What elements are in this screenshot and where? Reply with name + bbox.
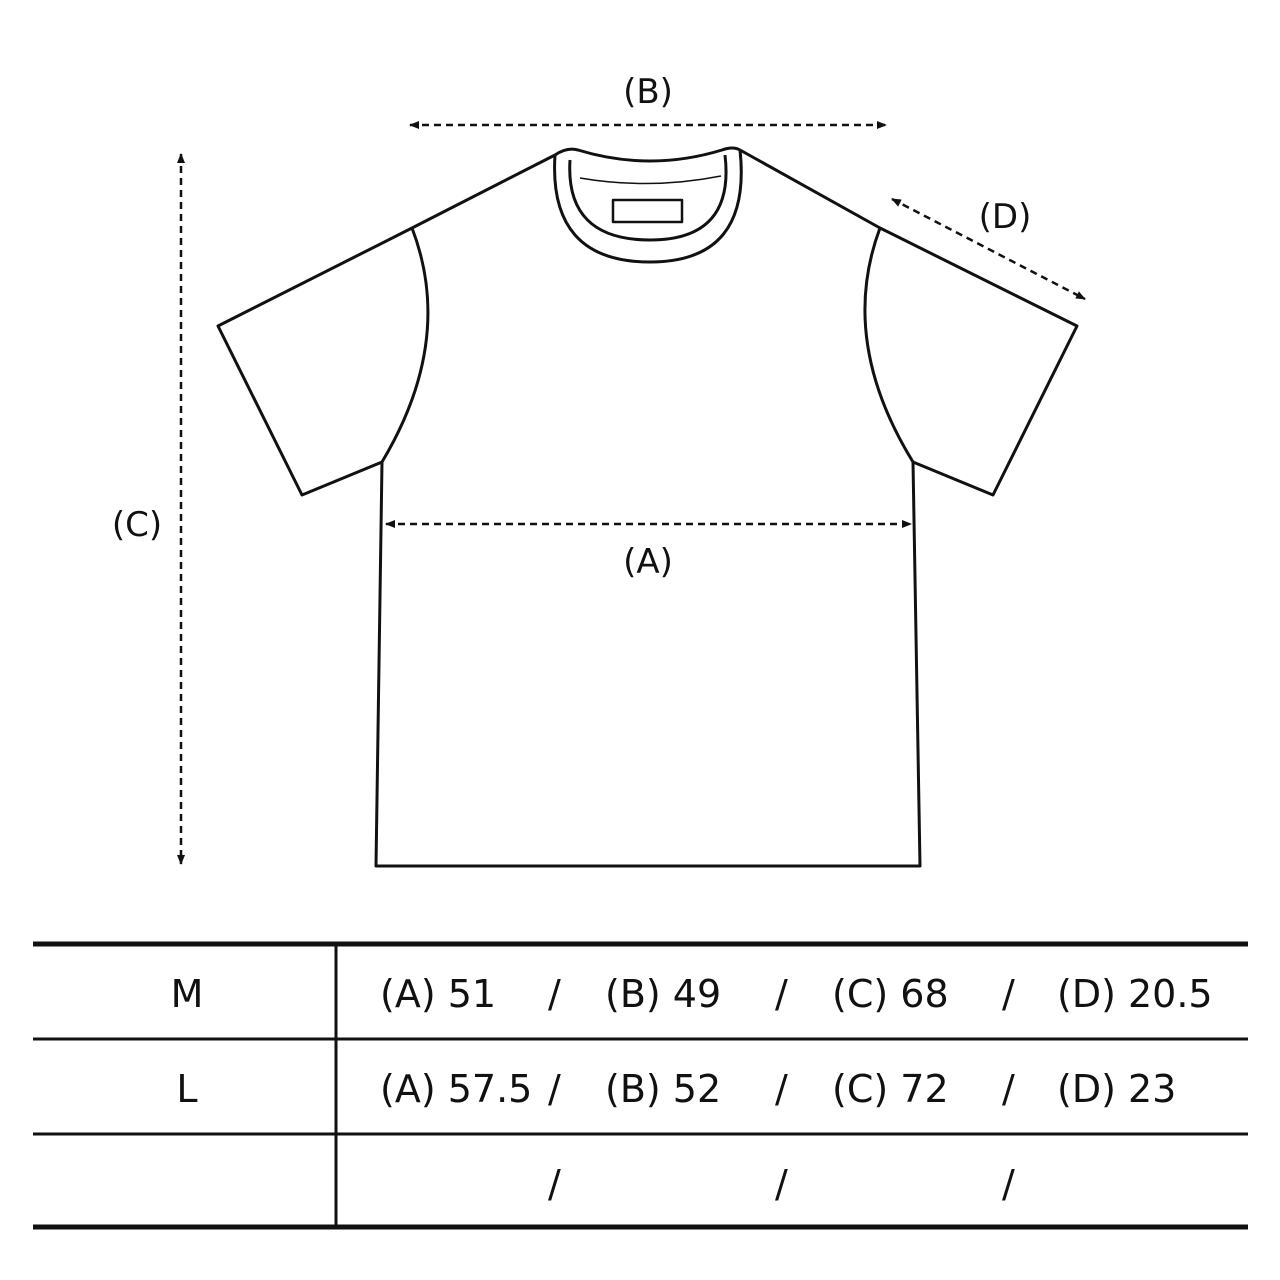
separator: / <box>548 972 561 1016</box>
separator: / <box>1002 1067 1015 1111</box>
separator: / <box>775 1162 788 1206</box>
size-table-lines <box>33 941 1248 1230</box>
measure-a: (A) 51 <box>380 972 497 1016</box>
shirt-outline <box>216 148 1079 868</box>
collar-top <box>554 146 741 163</box>
neck-label <box>611 198 684 224</box>
collar-inner <box>568 154 728 242</box>
measure-b: (B) 49 <box>605 972 722 1016</box>
measure-c: (C) 72 <box>832 1067 949 1111</box>
separator: / <box>548 1162 561 1206</box>
label-b: (B) <box>623 72 673 112</box>
measure-b: (B) 52 <box>605 1067 722 1111</box>
measure-d-arrow <box>891 197 1086 301</box>
size-label: L <box>176 1067 198 1111</box>
separator: / <box>775 1067 788 1111</box>
measure-d: (D) 23 <box>1057 1067 1177 1111</box>
left-armhole <box>380 227 430 463</box>
separator: / <box>775 972 788 1016</box>
back-neck-line <box>579 175 722 185</box>
separator: / <box>1002 972 1015 1016</box>
label-c: (C) <box>112 505 162 545</box>
measure-d: (D) 20.5 <box>1057 972 1213 1016</box>
separator: / <box>1002 1162 1015 1206</box>
collar-outer <box>553 149 743 264</box>
label-d: (D) <box>979 197 1032 237</box>
size-label: M <box>170 972 204 1016</box>
label-a: (A) <box>623 542 673 582</box>
separator: / <box>548 1067 561 1111</box>
right-armhole <box>863 227 915 463</box>
measure-a: (A) 57.5 <box>380 1067 533 1111</box>
measure-c: (C) 68 <box>832 972 949 1016</box>
